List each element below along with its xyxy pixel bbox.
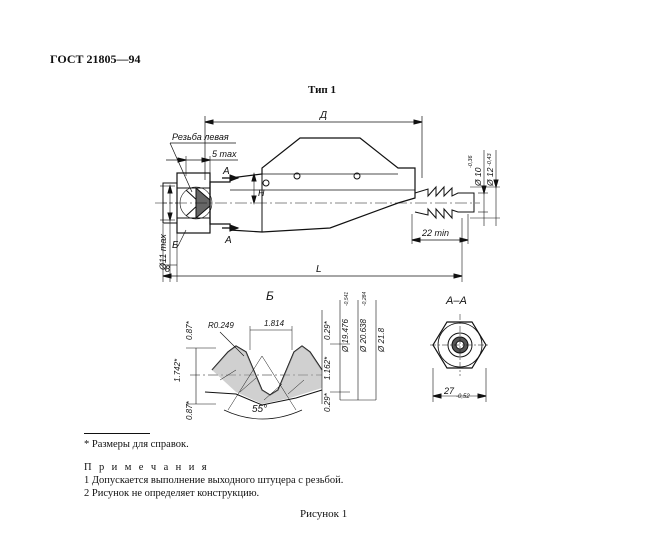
angle-55-label: 55°	[252, 404, 267, 415]
figure-type-label: Тип 1	[308, 84, 336, 96]
document-header: ГОСТ 21805—94	[50, 52, 141, 66]
dim-27-label: 27	[443, 386, 455, 396]
dim-d20638-tol: -0,284	[362, 292, 368, 306]
dim-5max-label: 5 max	[212, 149, 237, 159]
dim-8-label: 8	[165, 264, 170, 274]
dim-0871-bot: 0.87*	[185, 400, 194, 420]
dim-22min-label: 22 min	[421, 228, 449, 238]
dim-d20638: Ø 20.638	[359, 319, 368, 353]
dim-1742: 1.742*	[173, 358, 182, 382]
thread-left-label: Резьба левая	[172, 132, 229, 142]
footnote: * Размеры для справок.	[84, 439, 189, 450]
dim-27-tol: -0,52	[456, 394, 470, 400]
radius-label: R0.249	[208, 321, 234, 330]
dim-H-label: H	[258, 188, 265, 198]
section-A-top-label: A	[222, 166, 230, 177]
pitch-label: 1.814	[264, 319, 285, 328]
dim-d19476-tol: -0,541	[344, 292, 350, 306]
dim-d12-label: Ø 12	[485, 167, 495, 187]
notes-title: П р и м е ч а н и я	[84, 462, 209, 473]
dim-0871-top: 0.87*	[185, 320, 194, 340]
dim-d19476: Ø 19.476	[341, 319, 350, 353]
dim-D-label: Д	[319, 110, 327, 121]
dim-d218: Ø 21.8	[377, 327, 386, 353]
note-item-1: 1 Допускается выполнение выходного штуце…	[84, 475, 344, 486]
dim-d10-label: Ø 10	[473, 167, 483, 187]
dim-d10-tol: -0,36	[468, 155, 474, 168]
view-B-label: Б	[172, 240, 179, 251]
section-A-bottom-label: A	[224, 235, 232, 246]
note-item-2: 2 Рисунок не определяет конструкцию.	[84, 488, 260, 499]
detail-B-title: Б	[266, 289, 274, 303]
figure-caption: Рисунок 1	[300, 508, 348, 520]
dim-029-top: 0.29*	[323, 320, 332, 340]
dim-L-label: L	[316, 264, 322, 275]
footnote-rule	[84, 433, 150, 434]
dim-029-bot: 0.29*	[323, 392, 332, 412]
dim-1162: 1.162*	[323, 356, 332, 380]
dim-d12-tol: -0,43	[487, 153, 493, 166]
dim-d11-label: Ø11 max	[158, 234, 168, 271]
section-AA-title: A–A	[445, 295, 467, 307]
